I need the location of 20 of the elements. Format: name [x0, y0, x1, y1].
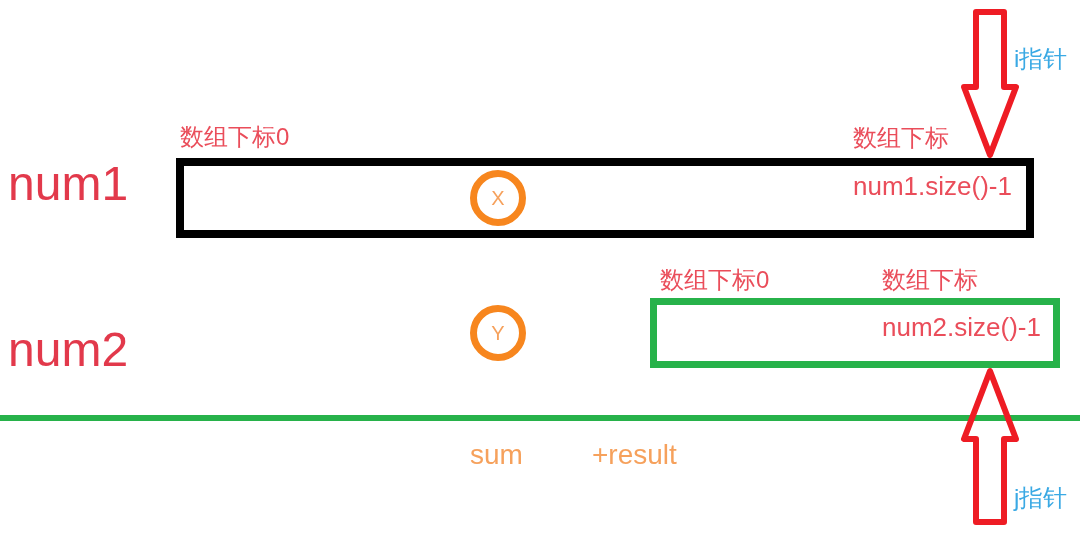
- array-box: [176, 158, 1034, 238]
- edge-label: i指针: [1014, 47, 1068, 71]
- variable-label: Y: [491, 323, 505, 343]
- index-label: 数组下标: [882, 268, 978, 292]
- variable-label: sum: [470, 441, 523, 469]
- index-label: 数组下标0: [660, 268, 770, 292]
- index-label: 数组下标0: [180, 125, 290, 149]
- index-label: num1.size()-1: [853, 173, 1012, 199]
- array-name: num1: [8, 160, 129, 208]
- index-label: 数组下标: [853, 126, 949, 150]
- block-arrow: [961, 368, 1019, 525]
- index-label: num2.size()-1: [882, 314, 1041, 340]
- array-box: [650, 298, 1060, 368]
- edge-label: j指针: [1014, 486, 1068, 510]
- array-name: num2: [8, 326, 129, 374]
- variable-circle: [470, 305, 526, 361]
- variable-label: X: [491, 188, 505, 208]
- variable-label: +result: [592, 441, 677, 469]
- block-arrow: [961, 9, 1019, 158]
- variable-circle: [470, 170, 526, 226]
